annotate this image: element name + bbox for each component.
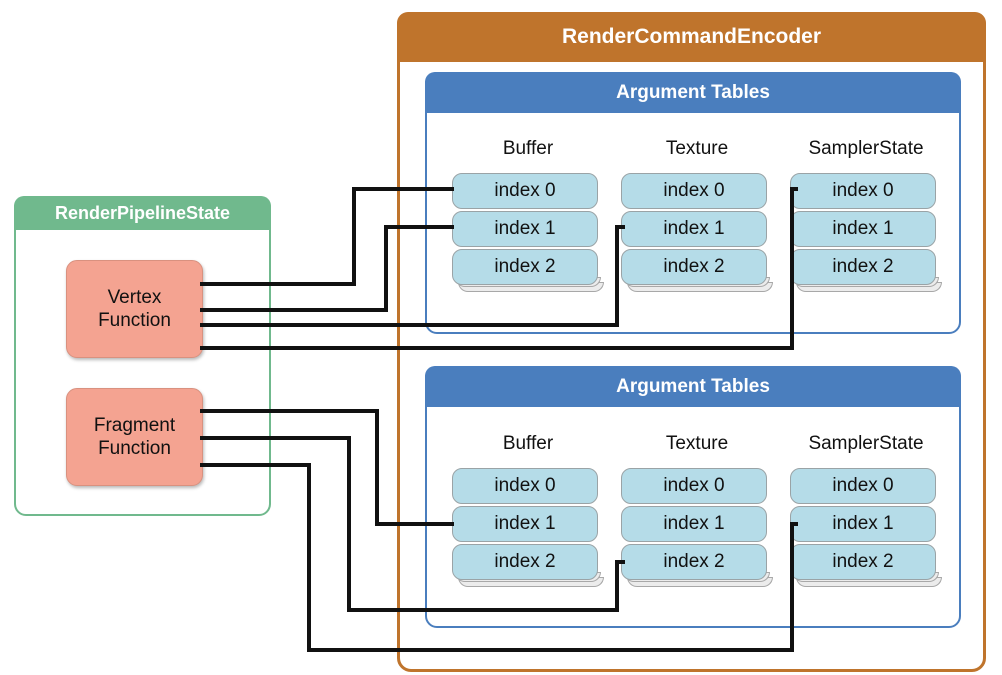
- vertex-samplerstate-index-1[interactable]: index 1: [790, 211, 936, 247]
- connector-vertex-texture1-seg-h1: [200, 323, 619, 327]
- vertex-buffer-index-0[interactable]: index 0: [452, 173, 598, 209]
- connector-fragment-sampler1-seg-h1: [200, 463, 311, 467]
- connector-vertex-sampler0-seg-v: [790, 187, 794, 350]
- vertex-function-label-line1: Vertex: [107, 286, 162, 308]
- vertex-argument-tables-title: Argument Tables: [425, 72, 961, 113]
- fragment-function-box[interactable]: Fragment Function: [66, 388, 203, 486]
- vertex-samplerstate-index-2[interactable]: index 2: [790, 249, 936, 285]
- render-command-encoder-title: RenderCommandEncoder: [397, 12, 986, 62]
- connector-vertex-buffer1-seg-h1: [200, 308, 388, 312]
- fragment-samplerstate-index-1[interactable]: index 1: [790, 506, 936, 542]
- vertex-buffer-index-2[interactable]: index 2: [452, 249, 598, 285]
- vertex-samplerstate-index-0[interactable]: index 0: [790, 173, 936, 209]
- connector-fragment-texture2-seg-h1: [200, 436, 351, 440]
- fragment-buffer-column-label: Buffer: [502, 433, 554, 454]
- vertex-function-box[interactable]: Vertex Function: [66, 260, 203, 358]
- fragment-argument-tables-title: Argument Tables: [425, 366, 961, 407]
- connector-vertex-buffer0-seg-h1: [200, 282, 356, 286]
- connector-fragment-sampler1-seg-v2: [790, 522, 794, 652]
- connector-vertex-buffer0-seg-v: [352, 187, 356, 286]
- connector-vertex-texture1-seg-v: [615, 225, 619, 327]
- fragment-texture-index-2[interactable]: index 2: [621, 544, 767, 580]
- fragment-function-label-line1: Fragment: [93, 414, 176, 436]
- vertex-samplerstate-column-label: SamplerState: [808, 138, 924, 159]
- connector-vertex-buffer0-seg-h2: [352, 187, 454, 191]
- vertex-texture-index-2[interactable]: index 2: [621, 249, 767, 285]
- fragment-texture-index-1[interactable]: index 1: [621, 506, 767, 542]
- fragment-texture-index-0[interactable]: index 0: [621, 468, 767, 504]
- vertex-buffer-column-label: Buffer: [502, 138, 554, 159]
- connector-fragment-texture2-seg-v2: [615, 560, 619, 612]
- connector-vertex-texture1-seg-h2: [615, 225, 625, 229]
- connector-fragment-buffer1-seg-h1: [200, 409, 379, 413]
- fragment-samplerstate-index-0[interactable]: index 0: [790, 468, 936, 504]
- vertex-buffer-index-1[interactable]: index 1: [452, 211, 598, 247]
- connector-fragment-texture2-seg-h3: [615, 560, 625, 564]
- connector-vertex-buffer1-seg-h2: [384, 225, 454, 229]
- render-pipeline-state-title: RenderPipelineState: [14, 196, 271, 230]
- connector-fragment-buffer1-seg-h2: [375, 522, 454, 526]
- connector-vertex-sampler0-seg-h1: [200, 346, 794, 350]
- vertex-function-label-line2: Function: [98, 310, 171, 331]
- fragment-samplerstate-column-label: SamplerState: [808, 433, 924, 454]
- connector-fragment-sampler1-seg-h3: [790, 522, 798, 526]
- vertex-texture-index-0[interactable]: index 0: [621, 173, 767, 209]
- vertex-texture-column-label: Texture: [665, 138, 729, 159]
- connector-fragment-sampler1-seg-h2: [307, 648, 794, 652]
- connector-fragment-texture2-seg-v1: [347, 436, 351, 612]
- connector-vertex-buffer1-seg-v: [384, 225, 388, 312]
- fragment-texture-column-label: Texture: [665, 433, 729, 454]
- connector-fragment-buffer1-seg-v: [375, 409, 379, 524]
- connector-fragment-texture2-seg-h2: [347, 608, 619, 612]
- fragment-buffer-index-2[interactable]: index 2: [452, 544, 598, 580]
- fragment-buffer-index-0[interactable]: index 0: [452, 468, 598, 504]
- fragment-buffer-index-1[interactable]: index 1: [452, 506, 598, 542]
- connector-vertex-sampler0-seg-h2: [790, 187, 798, 191]
- connector-fragment-sampler1-seg-v1: [307, 463, 311, 652]
- vertex-texture-index-1[interactable]: index 1: [621, 211, 767, 247]
- fragment-function-label-line2: Function: [98, 438, 171, 459]
- fragment-samplerstate-index-2[interactable]: index 2: [790, 544, 936, 580]
